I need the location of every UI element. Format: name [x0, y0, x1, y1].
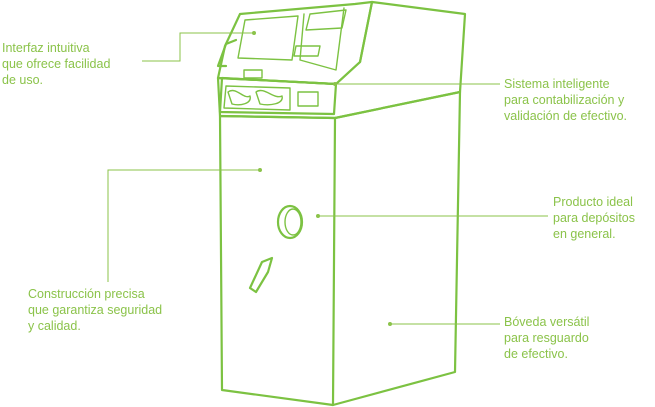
callout-line: de efectivo. — [504, 347, 568, 361]
callout-sistema: Sistema inteligente para contabilización… — [504, 76, 627, 124]
callout-line: que garantiza seguridad — [28, 303, 163, 317]
notes-right — [255, 89, 283, 106]
callout-boveda: Bóveda versátil para resguardo de efecti… — [504, 314, 589, 362]
callout-construccion: Construcción precisa que garantiza segur… — [28, 286, 162, 334]
side-handle — [216, 38, 238, 68]
vault-front — [218, 114, 337, 407]
callout-line: y calidad. — [28, 319, 81, 333]
callout-line: para resguardo — [504, 331, 589, 345]
notes-left — [227, 89, 251, 106]
callout-line: Sistema inteligente — [504, 77, 610, 91]
card-slot — [293, 45, 321, 57]
callout-line: Producto ideal — [553, 195, 633, 209]
vault-dial-inner — [284, 208, 302, 236]
callout-line: que ofrece facilidad — [2, 57, 111, 71]
vault-side — [331, 90, 462, 407]
callout-producto: Producto ideal para depósitos en general… — [553, 194, 635, 242]
callout-line: de uso. — [2, 73, 44, 87]
cash-tray-inner — [223, 85, 291, 111]
callout-line: Construcción precisa — [28, 287, 145, 301]
touch-screen — [237, 15, 299, 61]
callout-line: Bóveda versátil — [504, 315, 590, 329]
cash-tray-frame — [218, 76, 338, 116]
vault-dial — [276, 204, 304, 240]
callout-interfaz: Interfaz intuitiva que ofrece facilidad … — [2, 40, 110, 88]
callout-line: para depósitos — [553, 211, 636, 225]
callout-line: Interfaz intuitiva — [2, 41, 90, 55]
receipt-window — [305, 9, 347, 31]
callout-line: para contabilización y — [504, 93, 625, 107]
leader-construccion — [107, 169, 260, 282]
leader-interfaz — [142, 32, 254, 62]
cash-tray-slot — [297, 91, 319, 107]
tray-lip — [243, 69, 263, 79]
panel-edge — [299, 7, 345, 71]
callout-line: en general. — [553, 227, 616, 241]
vault-handle — [248, 256, 274, 294]
callout-line: validación de efectivo. — [504, 109, 627, 123]
